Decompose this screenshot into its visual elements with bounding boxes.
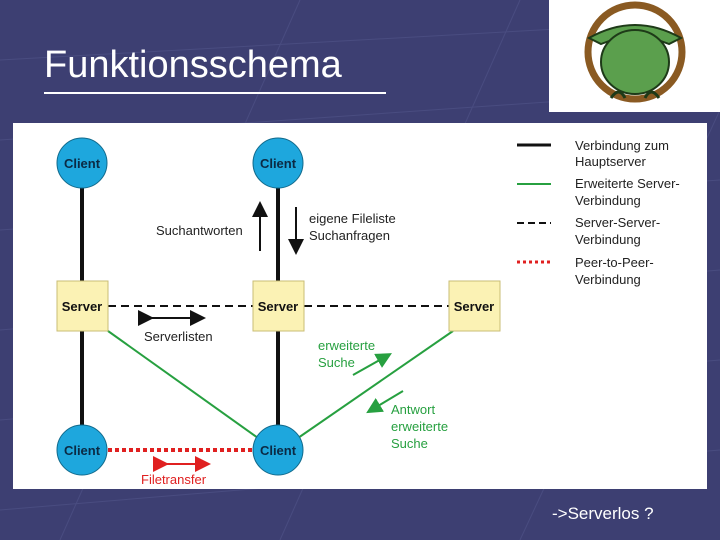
client-node-top-left: Client: [56, 137, 108, 189]
client-label: Client: [260, 443, 297, 458]
client-node-top-mid: Client: [252, 137, 304, 189]
server-node-mid: Server: [252, 280, 305, 332]
legend-label: Verbindung zum: [575, 138, 669, 153]
arrow-antwort: [366, 390, 404, 414]
client-node-bottom-mid: Client: [252, 424, 304, 476]
server-node-right: Server: [448, 280, 501, 332]
client-label: Client: [260, 156, 297, 171]
server-node-left: Server: [56, 280, 109, 332]
legend-label: Verbindung: [575, 232, 641, 247]
network-diagram: Client Client Client Client Server Serve…: [56, 137, 680, 487]
legend-label: Verbindung: [575, 272, 641, 287]
frog-logo-icon: [584, 1, 686, 103]
label-filetransfer: Filetransfer: [141, 472, 207, 487]
legend-label: Hauptserver: [575, 154, 646, 169]
arrow-erweiterte-suche: [352, 353, 392, 376]
link-extended-right: [297, 330, 454, 439]
client-node-bottom-left: Client: [56, 424, 108, 476]
server-label: Server: [258, 299, 298, 314]
label-erweiterte-suche-2: Suche: [318, 355, 355, 370]
label-serverlisten: Serverlisten: [144, 329, 213, 344]
label-antwort-3: Suche: [391, 436, 428, 451]
label-antwort-1: Antwort: [391, 402, 435, 417]
server-label: Server: [454, 299, 494, 314]
label-suchanfragen: Suchanfragen: [309, 228, 390, 243]
label-suchantworten: Suchantworten: [156, 223, 243, 238]
legend-label: Server-Server-: [575, 215, 660, 230]
label-fileliste: eigene Fileliste: [309, 211, 396, 226]
server-label: Server: [62, 299, 102, 314]
legend: Verbindung zum Hauptserver Erweiterte Se…: [517, 138, 680, 287]
legend-label: Peer-to-Peer-: [575, 255, 654, 270]
diagram-panel: Client Client Client Client Server Serve…: [13, 123, 707, 489]
footnote-serverlos: ->Serverlos ?: [552, 504, 654, 523]
legend-label: Erweiterte Server-: [575, 176, 680, 191]
legend-label: Verbindung: [575, 193, 641, 208]
slide-title: Funktionsschema: [44, 44, 342, 86]
logo: [549, 0, 720, 112]
label-antwort-2: erweiterte: [391, 419, 448, 434]
label-erweiterte-suche-1: erweiterte: [318, 338, 375, 353]
title-underline: [44, 92, 386, 94]
link-extended-left: [107, 330, 259, 439]
client-label: Client: [64, 156, 101, 171]
client-label: Client: [64, 443, 101, 458]
